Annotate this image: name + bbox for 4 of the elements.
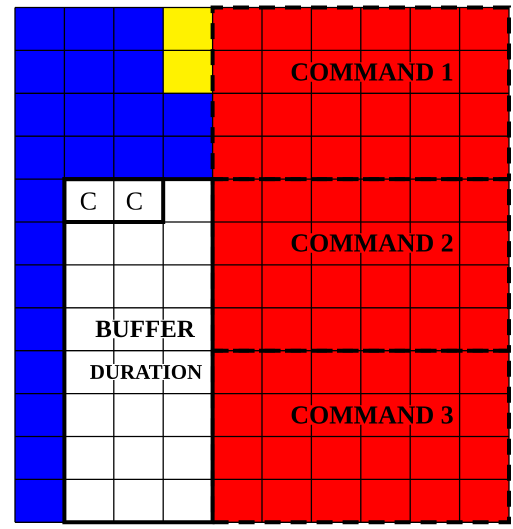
dashed-box: COMMAND 1 <box>210 6 511 182</box>
outlined-box: C C <box>62 177 166 224</box>
dashed-box: COMMAND 3 <box>210 348 511 524</box>
dashed-box: COMMAND 2 <box>210 177 511 353</box>
